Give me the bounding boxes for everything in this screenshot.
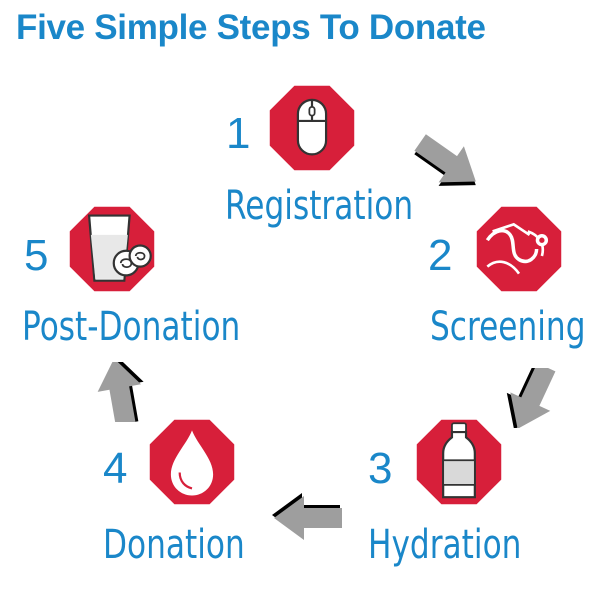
computer-mouse-icon [269,85,355,171]
step-4-label: Donation [103,522,245,568]
step-1-label: Registration [225,183,414,229]
juice-and-cookies-icon [69,206,155,292]
arrow-1-to-2-icon [414,134,476,186]
water-bottle-icon [416,419,502,505]
step-2-number: 2 [428,231,453,280]
arrow-4-to-5-icon [97,362,144,422]
step-2-label: Screening [430,304,586,350]
step-4-number: 4 [103,444,128,493]
step-1-number: 1 [226,109,251,158]
stethoscope-icon [476,206,562,292]
arrow-2-to-3-icon [506,368,556,428]
arrow-3-to-4-icon [272,493,342,540]
step-3-number: 3 [368,444,393,493]
step-5-number: 5 [24,231,49,280]
blood-drop-icon [149,419,235,505]
step-5-label: Post-Donation [22,304,241,350]
step-3-label: Hydration [368,522,522,568]
page-title: Five Simple Steps To Donate [16,8,486,47]
